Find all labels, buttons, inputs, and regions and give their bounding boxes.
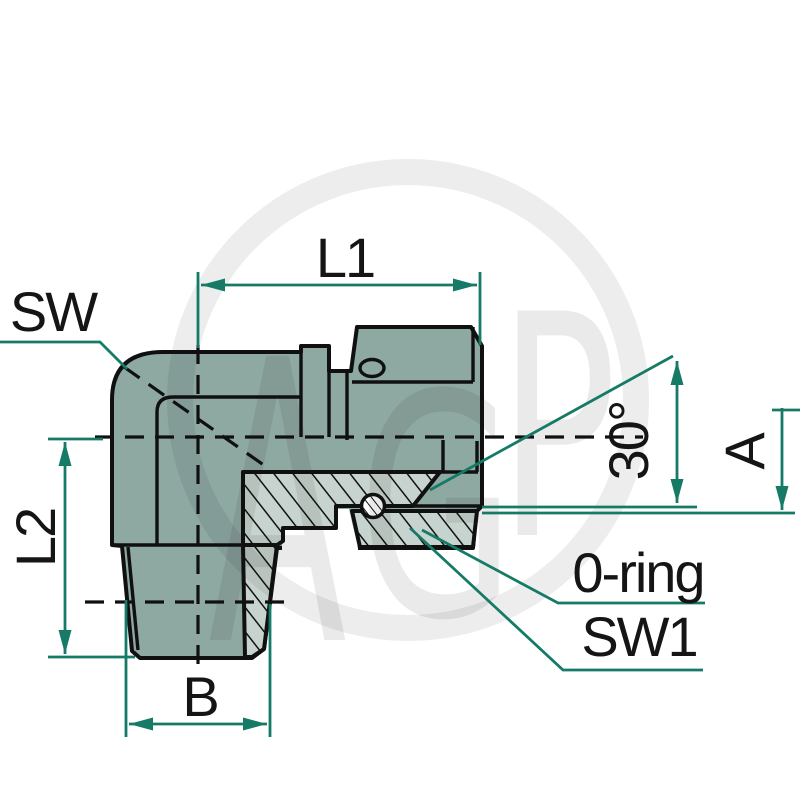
label-a: A	[713, 432, 776, 470]
label-b: B	[182, 665, 217, 728]
label-oring: 0-ring	[572, 541, 703, 604]
thread-root-edge	[126, 546, 140, 651]
nut-section-hatch	[350, 509, 479, 549]
dimension-l1: L1	[196, 226, 482, 348]
fitting-body	[85, 325, 643, 672]
dimension-b: B	[124, 600, 272, 737]
label-sw1: SW1	[581, 605, 696, 668]
label-l2: L2	[4, 509, 67, 567]
inner-bore-line	[155, 395, 301, 545]
label-l1: L1	[316, 226, 374, 289]
callout-oring: 0-ring	[421, 528, 706, 605]
watermark-letter-p: P	[498, 249, 616, 608]
watermark-circle	[167, 159, 649, 641]
o-ring-seal	[359, 492, 387, 520]
nut-chamfer-ellipse	[358, 357, 386, 379]
label-sw: SW	[10, 280, 98, 343]
clearance-gap	[282, 509, 358, 576]
label-angle-30: 30°	[597, 402, 660, 481]
dimension-sw: SW	[0, 280, 128, 370]
dimension-a: A	[482, 408, 800, 515]
dimension-l2: L2	[4, 437, 135, 659]
watermark-letter-a: A	[208, 279, 347, 733]
watermark: A G P	[167, 159, 649, 733]
dimension-angle-30: 30°	[429, 354, 697, 509]
watermark-letter-g: G	[358, 329, 514, 688]
callout-sw1: SW1	[409, 526, 703, 672]
